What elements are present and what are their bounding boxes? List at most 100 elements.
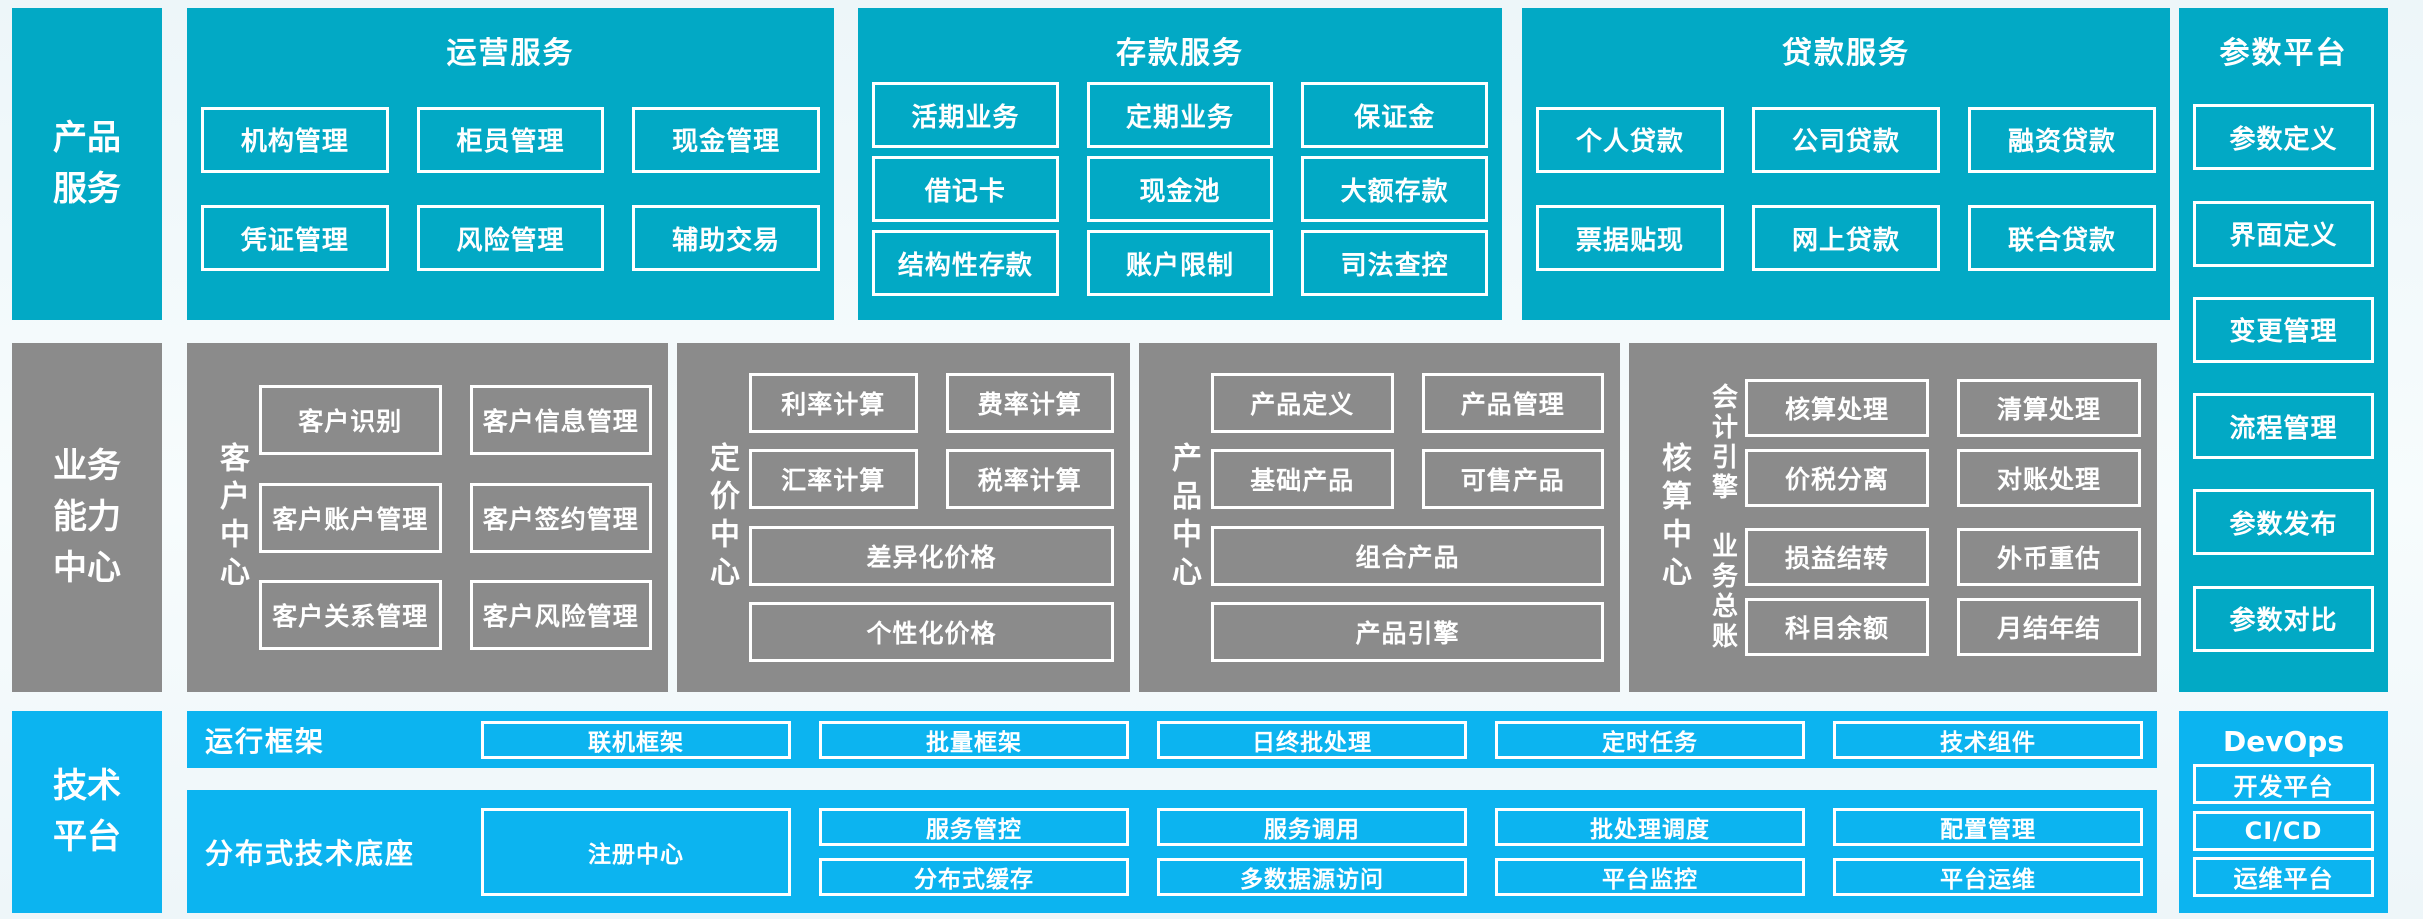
- module-box: 费率计算: [945, 373, 1114, 434]
- module-box: 服务管控: [819, 807, 1129, 846]
- module-box-wide: 差异化价格: [749, 525, 1114, 586]
- module-box: 运维平台: [2193, 856, 2374, 897]
- section-pricing-center: 定价中心 利率计算 费率计算 汇率计算 税率计算 差异化价格 个性化价格: [677, 343, 1130, 692]
- rail-label: 技术平台: [53, 766, 121, 857]
- section-devops: DevOps 开发平台 CI/CD 运维平台: [2179, 711, 2388, 913]
- module-box: 客户账户管理: [259, 482, 442, 553]
- section-title: 贷款服务: [1782, 36, 1910, 71]
- module-box: 变更管理: [2193, 296, 2374, 363]
- module-box: 现金管理: [632, 106, 821, 173]
- group-vertical-label: 会计引擎: [1707, 382, 1738, 503]
- band-distributed-base: 分布式技术底座 注册中心 服务管控 分布式缓存 服务调用 多数据源访问 批处理调…: [187, 790, 2157, 913]
- accounting-groups: 会计引擎 核算处理 清算处理 价税分离 对账处理 业务总账: [1701, 357, 2141, 678]
- section-parameter-platform: 参数平台 参数定义 界面定义 变更管理 流程管理 参数发布 参数对比: [2179, 8, 2388, 692]
- module-box: 借记卡: [872, 156, 1059, 222]
- module-box: 结构性存款: [872, 230, 1059, 296]
- module-box: 柜员管理: [416, 106, 605, 173]
- module-box: 活期业务: [872, 82, 1059, 148]
- section-operations-services: 运营服务 机构管理 柜员管理 现金管理 凭证管理 风险管理 辅助交易: [187, 8, 834, 320]
- module-column: 服务调用 多数据源访问: [1157, 807, 1467, 896]
- module-box: 个人贷款: [1536, 106, 1724, 173]
- module-box: 分布式缓存: [819, 857, 1129, 896]
- module-box: 平台运维: [1833, 857, 2143, 896]
- module-box: 票据贴现: [1536, 205, 1724, 272]
- module-box: 核算处理: [1745, 378, 1929, 437]
- module-box: 流程管理: [2193, 393, 2374, 460]
- module-box: 公司贷款: [1752, 106, 1940, 173]
- module-grid: 核算处理 清算处理 价税分离 对账处理: [1745, 378, 2141, 507]
- module-box: 多数据源访问: [1157, 857, 1467, 896]
- module-grid: 损益结转 外币重估 科目余额 月结年结: [1745, 528, 2141, 657]
- group-vertical-label: 业务总账: [1707, 532, 1738, 653]
- module-column: 批处理调度 平台监控: [1495, 807, 1805, 896]
- module-box: 科目余额: [1745, 598, 1929, 657]
- module-grid: 活期业务 定期业务 保证金 借记卡 现金池 大额存款 结构性存款 账户限制 司法…: [872, 74, 1489, 304]
- module-box: 司法查控: [1301, 230, 1489, 296]
- module-box: 外币重估: [1957, 528, 2141, 587]
- module-box: 清算处理: [1957, 378, 2141, 437]
- module-box: 参数对比: [2193, 585, 2374, 652]
- module-box: 辅助交易: [632, 205, 821, 272]
- module-box: 凭证管理: [201, 205, 389, 272]
- module-box: 机构管理: [201, 106, 389, 173]
- group-accounting-engine: 会计引擎 核算处理 清算处理 价税分离 对账处理: [1701, 378, 2141, 507]
- module-box: 融资贷款: [1968, 106, 2156, 173]
- section-deposit-services: 存款服务 活期业务 定期业务 保证金 借记卡 现金池 大额存款 结构性存款 账户…: [858, 8, 1502, 320]
- module-box: 损益结转: [1745, 528, 1929, 587]
- module-box: 参数发布: [2193, 489, 2374, 556]
- module-box: 批处理调度: [1495, 807, 1805, 846]
- module-box-wide: 个性化价格: [749, 601, 1114, 662]
- module-grid: 个人贷款 公司贷款 融资贷款 票据贴现 网上贷款 联合贷款: [1536, 74, 2156, 304]
- module-box: 客户关系管理: [259, 580, 442, 651]
- module-box: 注册中心: [481, 807, 791, 896]
- module-box: 客户信息管理: [469, 384, 652, 455]
- section-customer-center: 客户中心 客户识别 客户信息管理 客户账户管理 客户签约管理 客户关系管理 客户…: [187, 343, 668, 692]
- module-box: 日终批处理: [1157, 720, 1467, 759]
- center-vertical-label: 定价中心: [704, 441, 739, 594]
- module-box-wide: 组合产品: [1211, 525, 1604, 586]
- module-box: 基础产品: [1211, 449, 1394, 510]
- section-accounting-center: 核算中心 会计引擎 核算处理 清算处理 价税分离 对账处理: [1629, 343, 2157, 692]
- module-column: 配置管理 平台运维: [1833, 807, 2143, 896]
- module-box: 服务调用: [1157, 807, 1467, 846]
- rail-label: 产品服务: [53, 118, 121, 209]
- module-box: 产品管理: [1421, 373, 1604, 434]
- section-title: 存款服务: [1116, 36, 1244, 71]
- module-box: 平台监控: [1495, 857, 1805, 896]
- module-box: 月结年结: [1957, 598, 2141, 657]
- module-box: 开发平台: [2193, 764, 2374, 805]
- module-grid: 机构管理 柜员管理 现金管理 凭证管理 风险管理 辅助交易: [201, 74, 821, 304]
- module-grid: 开发平台 CI/CD 运维平台: [2193, 758, 2374, 903]
- module-grid: 参数定义 界面定义 变更管理 流程管理 参数发布 参数对比: [2193, 74, 2374, 682]
- band-label: 分布式技术底座: [205, 836, 416, 870]
- module-box: 风险管理: [416, 205, 605, 272]
- band-label: 运行框架: [205, 724, 326, 758]
- module-box: 汇率计算: [749, 449, 918, 510]
- module-column: 服务管控 分布式缓存: [819, 807, 1129, 896]
- rail-label: 业务能力中心: [53, 446, 121, 588]
- group-business-ledger: 业务总账 损益结转 外币重估 科目余额 月结年结: [1701, 528, 2141, 657]
- module-box: 定时任务: [1495, 720, 1805, 759]
- rail-business-capability: 业务能力中心: [12, 343, 162, 692]
- rail-product-services: 产品服务: [12, 8, 162, 320]
- center-vertical-label: 客户中心: [214, 441, 249, 594]
- module-box: 税率计算: [945, 449, 1114, 510]
- module-box: 网上贷款: [1752, 205, 1940, 272]
- module-box-wide: 产品引擎: [1211, 601, 1604, 662]
- module-box: 参数定义: [2193, 104, 2374, 171]
- module-grid: 利率计算 费率计算 汇率计算 税率计算 差异化价格 个性化价格: [749, 357, 1114, 678]
- module-box: 对账处理: [1957, 448, 2141, 507]
- rail-tech-platform: 技术平台: [12, 711, 162, 913]
- registry-column: 注册中心: [481, 807, 791, 896]
- center-vertical-label: 核算中心: [1656, 441, 1691, 594]
- module-box: 保证金: [1301, 82, 1489, 148]
- module-box: 界面定义: [2193, 200, 2374, 267]
- module-box: 客户签约管理: [469, 482, 652, 553]
- band-running-framework: 运行框架 联机框架 批量框架 日终批处理 定时任务 技术组件: [187, 711, 2157, 768]
- module-box: 可售产品: [1421, 449, 1604, 510]
- section-title: DevOps: [2223, 725, 2344, 758]
- module-box: 大额存款: [1301, 156, 1489, 222]
- module-box: 批量框架: [819, 720, 1129, 759]
- center-vertical-label: 产品中心: [1166, 441, 1201, 594]
